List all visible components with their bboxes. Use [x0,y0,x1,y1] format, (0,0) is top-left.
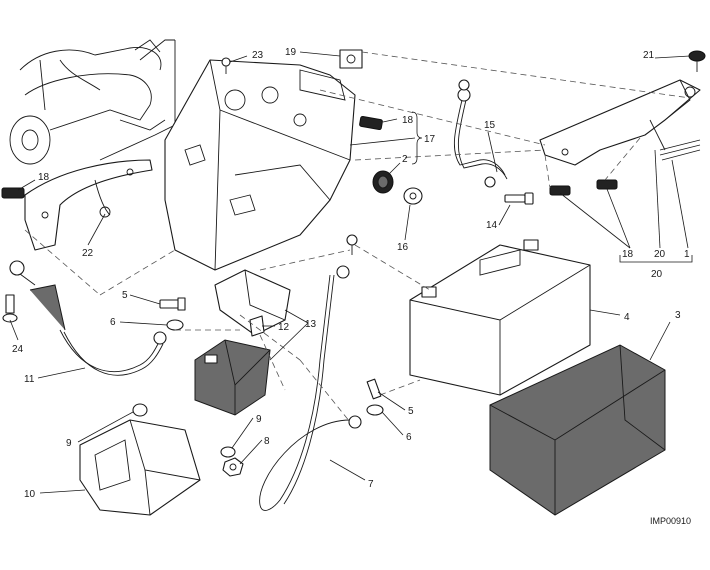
grommet-part-2 [372,170,394,194]
front-bracket-part-22 [24,159,153,251]
label-4: 4 [624,312,630,323]
battery-support-bracket [164,59,356,271]
relay-cover-part-13 [214,269,291,336]
fuse-part-12 [249,315,265,337]
label-14: 14 [486,220,498,231]
label-19: 19 [285,47,297,58]
relay-holder-part-10 [79,419,201,516]
bolt-part-24 [2,294,18,323]
assembly-dashed-lines [24,51,691,423]
screw-part-21 [688,50,706,72]
screw-part-14 [504,192,534,205]
inset-frame [99,40,176,161]
label-1: 1 [684,249,690,260]
leader-lines [9,51,691,494]
cable-part-11 [9,260,167,376]
label-8: 8 [264,436,270,447]
label-9-left: 9 [66,438,72,449]
brace-17 [411,111,423,165]
label-23: 23 [252,50,264,61]
label-11: 11 [24,374,35,385]
label-12: 12 [278,322,290,333]
washer-part-6-b [366,404,384,416]
starter-relay [194,339,271,416]
motorcycle-inset [9,39,175,165]
rubber-pad-18-right-b [596,179,618,190]
label-16: 16 [397,242,409,253]
clip-nut-part-19 [339,49,363,69]
washer-part-9-right [220,446,236,458]
bolt-part-5-b [366,378,382,400]
spacer-part-16 [403,187,423,205]
washer-part-9-left [132,403,148,417]
label-3: 3 [675,310,681,321]
label-18-right: 18 [622,249,634,260]
label-22: 22 [82,248,94,259]
label-24: 24 [12,344,24,355]
label-13: 13 [305,319,317,330]
label-18-upper: 18 [402,115,414,126]
label-6-right: 6 [406,432,412,443]
battery-part-4 [409,239,591,396]
image-code: IMP00910 [650,516,691,526]
label-20-top: 20 [654,249,666,260]
label-2: 2 [402,154,408,165]
label-5-right: 5 [408,406,414,417]
screw-battery-top [346,234,358,255]
rubber-pad-18-left [1,187,25,199]
label-10: 10 [24,489,36,500]
label-7: 7 [368,479,374,490]
label-20: 20 [651,269,663,280]
label-17: 17 [424,134,436,145]
rubber-pad-18-right-a [549,185,571,196]
rubber-pad-18-upper [359,115,383,131]
cable-part-7 [259,265,362,511]
nut-part-8 [222,457,244,477]
cover-plate-part-1 [539,79,701,166]
bracket-20 [619,255,693,263]
label-5-left: 5 [122,290,128,301]
washer-part-6-a [166,319,184,331]
label-15: 15 [484,120,496,131]
label-6-left: 6 [110,317,116,328]
label-18-left: 18 [38,172,50,183]
battery-case-part-3 [489,344,666,516]
label-21: 21 [643,50,655,61]
label-9-right: 9 [256,414,262,425]
bolt-part-5-a [159,297,186,311]
part-number-labels: 23 19 18 17 2 16 15 14 21 4 3 18 20 1 20… [12,47,690,500]
